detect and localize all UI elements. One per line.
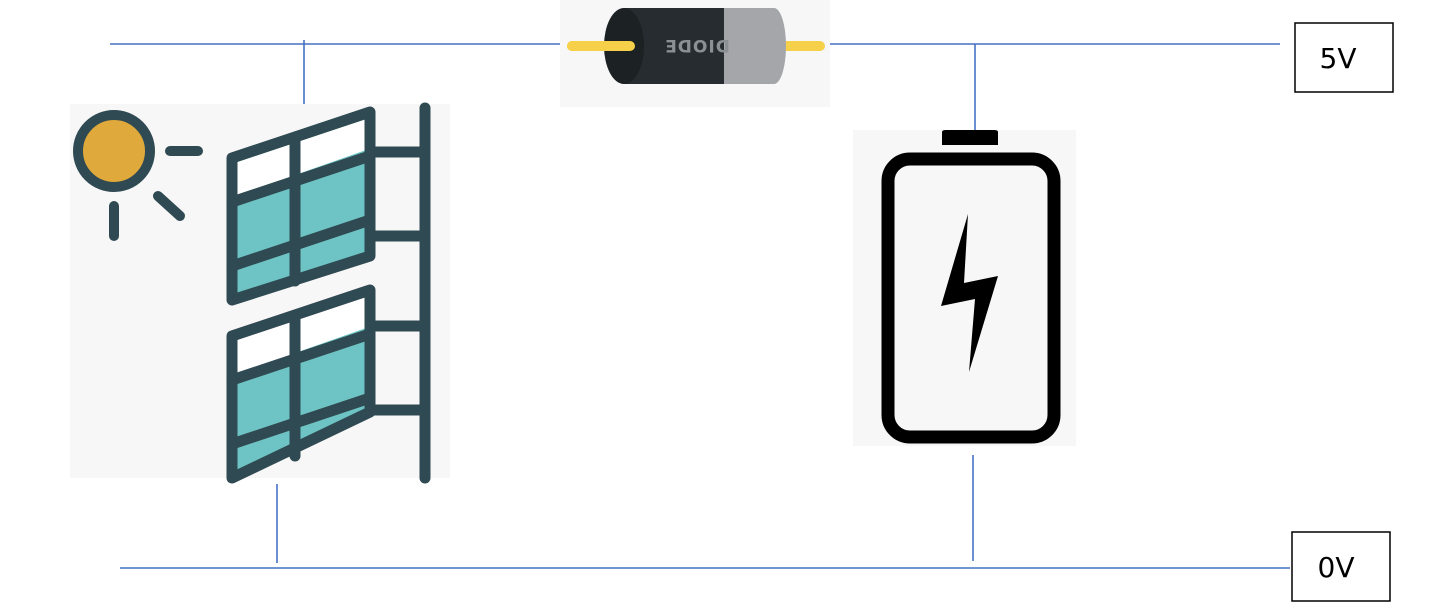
battery-charging-icon (853, 130, 1076, 446)
lightning-bolt-icon (941, 214, 998, 372)
wires (110, 40, 1290, 569)
sun-icon (73, 110, 155, 192)
solar-panel-with-sun-icon (70, 102, 450, 484)
top-rail-label: 5V (1294, 22, 1394, 93)
bottom-rail-label: 0V (1291, 531, 1391, 602)
bottom-rail-voltage: 0V (1318, 551, 1355, 584)
top-rail-voltage: 5V (1320, 42, 1357, 75)
diode-marking: DIODE (664, 35, 730, 55)
diode-component-icon: DIODE (560, 0, 830, 107)
